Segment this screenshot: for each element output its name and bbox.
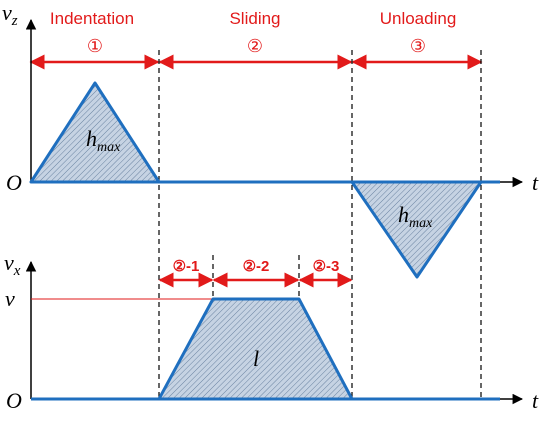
phase-label-indentation: Indentation xyxy=(50,9,134,28)
bottom-origin-label: O xyxy=(6,388,22,413)
phase-label-unloading: Unloading xyxy=(380,9,457,28)
unloading-area-label: hmax xyxy=(398,202,433,231)
top-y-axis-label: vz xyxy=(2,0,18,29)
indentation-area-label: hmax xyxy=(86,126,121,155)
phase-label-sliding: Sliding xyxy=(229,9,280,28)
phase-number-3: ③ xyxy=(410,36,426,57)
top-origin-label: O xyxy=(6,170,22,195)
top-t-axis-label: t xyxy=(532,170,539,195)
bottom-y-axis-label: vx xyxy=(4,250,21,279)
sliding-area-label: l xyxy=(253,346,259,371)
subphase-label-1: ②-1 xyxy=(173,258,200,275)
phase-number-1: ① xyxy=(87,36,103,57)
phase-number-2: ② xyxy=(247,36,263,57)
unloading-area xyxy=(350,180,483,279)
subphase-label-2: ②-2 xyxy=(243,258,270,275)
sliding-area xyxy=(157,297,354,401)
bottom-t-axis-label: t xyxy=(532,388,539,413)
v-level-label: v xyxy=(5,286,15,311)
subphase-label-3: ②-3 xyxy=(313,258,340,275)
indentation-area xyxy=(29,81,161,184)
